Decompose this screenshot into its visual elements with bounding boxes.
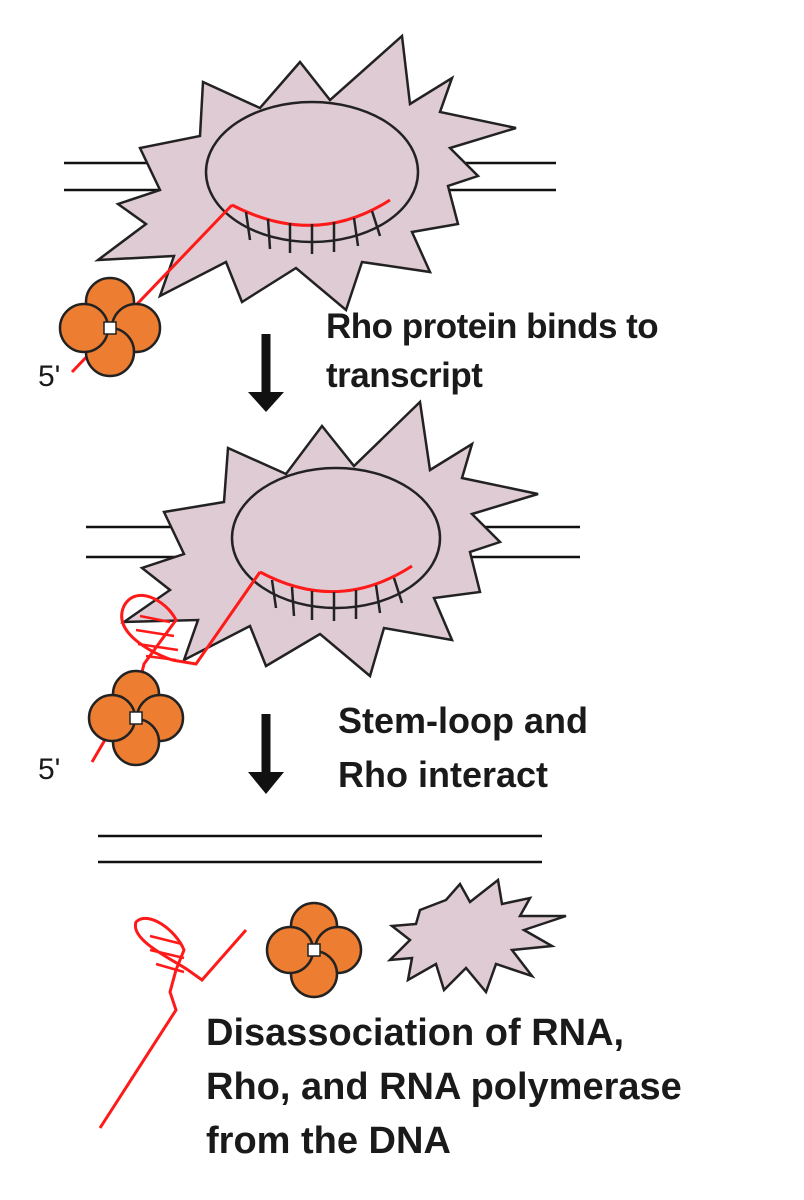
polymerase-core: [230, 466, 442, 610]
rho-protein: [58, 276, 162, 378]
step-3-caption-line-2: Rho, and RNA polymerase: [206, 1066, 682, 1108]
hybrid-base-pairs: [244, 210, 382, 254]
stem-loop-base-pairs: [149, 934, 185, 974]
step-2-caption-line-1: Stem-loop and: [338, 700, 588, 741]
stage-1-rho-binding: [58, 33, 556, 378]
step-3-caption: Disassociation of RNA, Rho, and RNA poly…: [206, 1006, 682, 1168]
step-1-caption-line-2: transcript: [326, 356, 483, 395]
step-2-caption: Stem-loop and Rho interact: [338, 694, 588, 802]
rna-transcript-exit: [171, 571, 262, 666]
process-arrow-1-head: [248, 392, 284, 412]
rna-5-prime-label-2: 5': [38, 753, 61, 786]
released-rna: [98, 916, 248, 1129]
step-1-caption-line-1: Rho protein binds to: [326, 307, 659, 346]
released-rna-polymerase: [386, 877, 567, 995]
rna-transcript-hybrid: [259, 564, 413, 594]
stage-2-stem-loop-interaction: [86, 399, 580, 767]
polymerase-core: [204, 100, 420, 244]
step-2-caption-line-2: Rho interact: [338, 754, 549, 795]
rna-stem-loop: [90, 594, 178, 763]
step-3-caption-line-1: Disassociation of RNA,: [206, 1012, 625, 1054]
rho-center: [103, 321, 117, 335]
rho-center: [307, 943, 321, 957]
step-3-caption-line-3: from the DNA: [206, 1120, 451, 1162]
step-1-caption: Rho protein binds to transcript: [326, 302, 659, 400]
hybrid-base-pairs: [270, 577, 404, 621]
process-arrow-2-head: [248, 772, 284, 794]
rho-center: [129, 711, 143, 725]
stem-loop-base-pairs: [135, 614, 179, 662]
released-rho-protein: [265, 901, 363, 999]
rna-5-prime-label-1: 5': [38, 360, 61, 393]
stage-3-dissociation: [98, 834, 567, 1129]
